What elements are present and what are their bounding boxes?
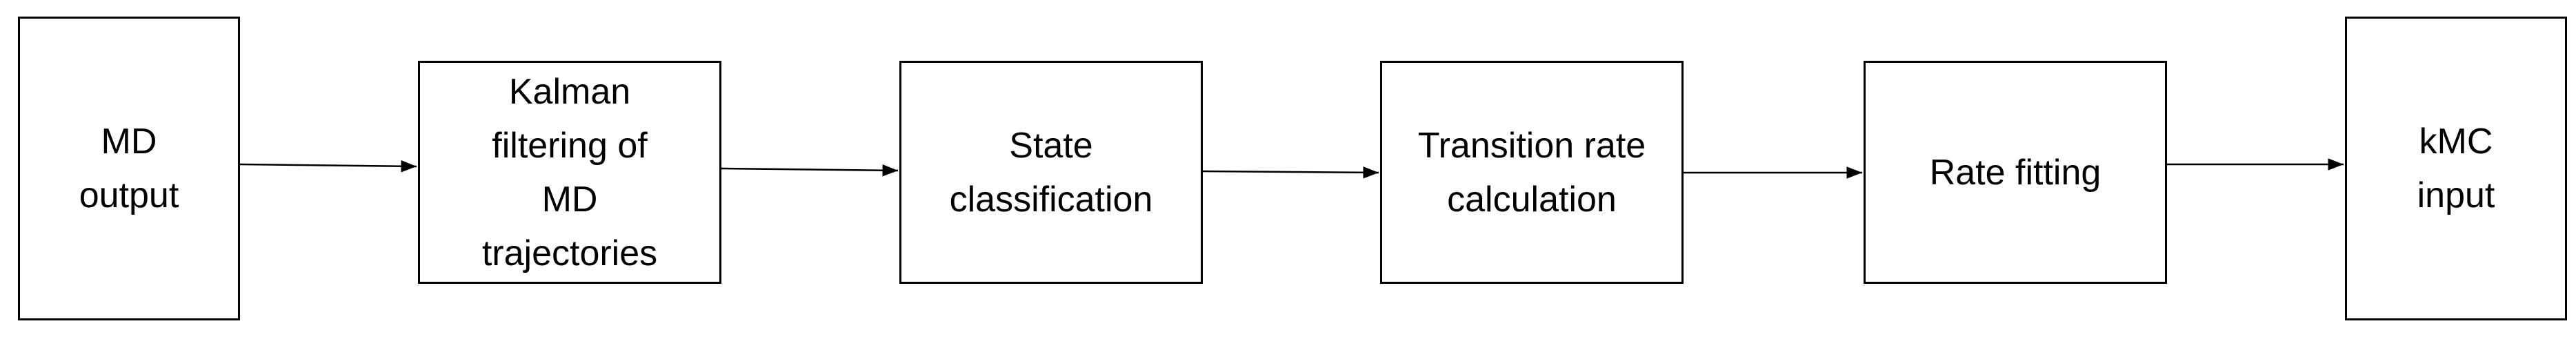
md-output-box: MD output — [18, 17, 240, 320]
arrow-md-output-to-kalman — [239, 160, 417, 173]
transition-rate-box: Transition rate calculation — [1380, 61, 1684, 284]
kalman-filtering-box: Kalman filtering of MD trajectories — [418, 61, 721, 284]
arrow-state-to-transition — [1202, 166, 1379, 179]
transition-rate-label: Transition rate calculation — [1417, 125, 1646, 220]
rate-fitting-box: Rate fitting — [1864, 61, 2167, 284]
state-classification-label: State classification — [949, 125, 1153, 220]
state-classification-box: State classification — [899, 61, 1203, 284]
kmc-input-label: kMC input — [2417, 122, 2495, 215]
md-output-label: MD output — [79, 122, 179, 215]
kmc-input-box: kMC input — [2345, 17, 2567, 320]
arrow-kalman-to-state — [721, 164, 899, 177]
rate-fitting-label: Rate fitting — [1929, 152, 2101, 193]
kalman-filtering-label: Kalman filtering of MD trajectories — [481, 71, 658, 273]
